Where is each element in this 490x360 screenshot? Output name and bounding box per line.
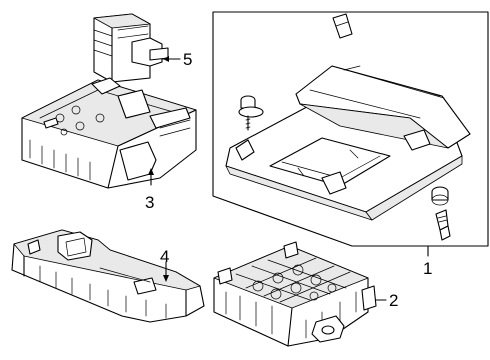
callout-2: 2 <box>375 291 398 310</box>
part-1-nut-right <box>431 186 449 206</box>
callout-label-4: 4 <box>160 247 169 266</box>
part-4-lamp-bracket <box>11 229 205 323</box>
part-1-screw-right <box>435 209 451 241</box>
part-5-connector <box>93 13 169 83</box>
part-3-control-unit <box>21 77 197 189</box>
part-1-box <box>212 11 489 247</box>
callout-label-5: 5 <box>183 50 192 69</box>
callout-1: 1 <box>423 245 432 278</box>
part-2-bracket <box>213 241 377 347</box>
callout-4: 4 <box>160 247 169 282</box>
part-1-overhead-console <box>225 65 471 221</box>
callout-label-2: 2 <box>389 291 398 310</box>
callout-label-1: 1 <box>423 259 432 278</box>
callout-5: 5 <box>162 50 192 69</box>
part-1-screw-left <box>238 95 264 131</box>
part-1-retainer-clip <box>332 13 353 39</box>
callout-3: 3 <box>145 168 154 212</box>
callout-label-3: 3 <box>145 193 154 212</box>
